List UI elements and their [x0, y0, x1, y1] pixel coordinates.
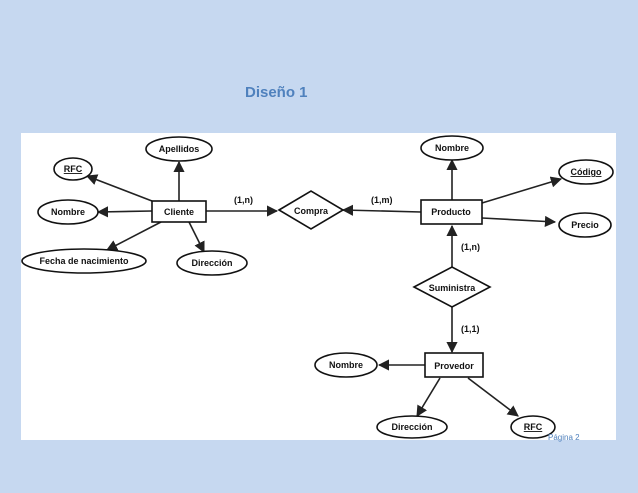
attribute-cliente-fecha-label: Fecha de nacimiento [39, 256, 129, 266]
attribute-cliente-rfc-label: RFC [64, 164, 83, 174]
attribute-provedor-nombre[interactable]: Nombre [314, 352, 378, 378]
attribute-producto-nombre-label: Nombre [435, 143, 469, 153]
line-cliente-nombre [96, 206, 153, 218]
attribute-provedor-nombre-label: Nombre [329, 360, 363, 370]
attribute-producto-precio-label: Precio [571, 220, 599, 230]
line-cliente-rfc [85, 174, 153, 202]
cardinality-suministra-provedor: (1,1) [461, 324, 480, 334]
attribute-provedor-rfc-label: RFC [524, 422, 543, 432]
attribute-cliente-fecha-nacimiento[interactable]: Fecha de nacimiento [21, 248, 147, 274]
connectors [85, 158, 563, 417]
line-producto-compra [341, 204, 422, 216]
page-number: Página 2 [548, 433, 580, 442]
page-title: Diseño 1 [245, 84, 308, 101]
line-provedor-direccion [416, 377, 441, 417]
er-diagram-canvas: (1,n) (1,m) (1,n) (1,1) Cliente Producto… [21, 133, 616, 440]
er-diagram: (1,n) (1,m) (1,n) (1,1) Cliente Producto… [21, 135, 614, 439]
attribute-cliente-nombre-label: Nombre [51, 207, 85, 217]
attribute-cliente-apellidos[interactable]: Apellidos [145, 136, 213, 162]
line-producto-precio [481, 215, 557, 228]
entity-provedor[interactable]: Provedor [424, 352, 484, 378]
attribute-producto-precio[interactable]: Precio [558, 212, 612, 238]
attribute-producto-nombre[interactable]: Nombre [420, 135, 484, 161]
attribute-cliente-direccion-label: Dirección [191, 258, 232, 268]
cardinality-producto-compra: (1,m) [371, 195, 393, 205]
line-cliente-direccion [188, 221, 205, 254]
entity-cliente-label: Cliente [164, 207, 194, 217]
line-cliente-fecha [106, 221, 162, 251]
relationship-compra-label: Compra [294, 206, 329, 216]
attribute-provedor-direccion-label: Dirección [391, 422, 432, 432]
entity-provedor-label: Provedor [434, 361, 474, 371]
attribute-cliente-nombre[interactable]: Nombre [37, 199, 99, 225]
attribute-producto-codigo[interactable]: Código [558, 159, 614, 185]
attribute-cliente-direccion[interactable]: Dirección [176, 250, 248, 276]
entity-producto-label: Producto [431, 207, 471, 217]
attribute-cliente-rfc[interactable]: RFC [53, 157, 93, 181]
relationship-suministra-label: Suministra [429, 283, 477, 293]
line-producto-codigo [481, 176, 563, 204]
cardinality-suministra-producto: (1,n) [461, 242, 480, 252]
line-provedor-rfc [467, 377, 519, 417]
relationship-suministra[interactable]: Suministra [412, 266, 492, 308]
attribute-cliente-apellidos-label: Apellidos [159, 144, 200, 154]
entity-cliente[interactable]: Cliente [151, 200, 207, 223]
attribute-provedor-direccion[interactable]: Dirección [376, 415, 448, 439]
attribute-producto-codigo-label: Código [571, 167, 602, 177]
relationship-compra[interactable]: Compra [277, 190, 345, 230]
entity-producto[interactable]: Producto [420, 199, 483, 225]
cardinality-cliente-compra: (1,n) [234, 195, 253, 205]
attribute-provedor-rfc[interactable]: RFC [510, 415, 556, 439]
